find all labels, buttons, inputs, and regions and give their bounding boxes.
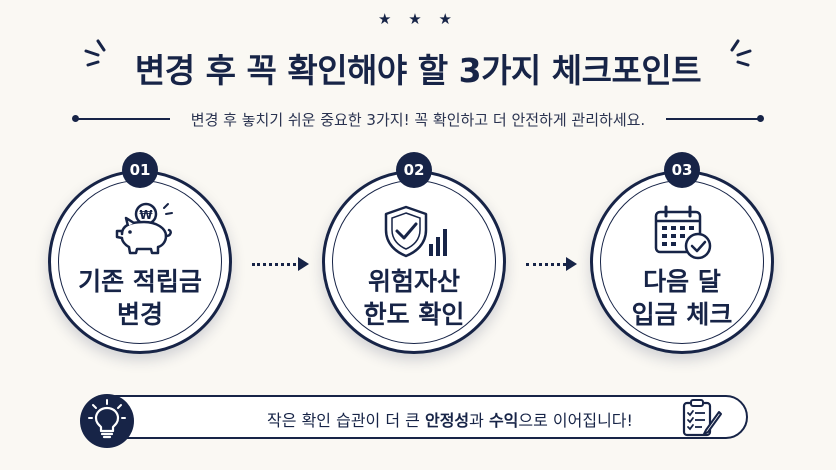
shield-check-icon — [384, 205, 447, 258]
highlight-profit: 수익 — [488, 411, 519, 430]
sparkle-right-icon — [730, 39, 752, 67]
step-label-3: 다음 달 입금 체크 — [631, 267, 733, 329]
tip-banner — [94, 395, 748, 439]
piggy-bank-icon: ₩ — [115, 202, 173, 255]
step-label-2: 위험자산 한도 확인 — [363, 267, 465, 329]
rating-stars: ★ ★ ★ — [378, 10, 458, 28]
divider-line-left — [78, 118, 170, 120]
step-number-1: 01 — [122, 152, 158, 188]
calendar-check-icon — [654, 205, 712, 260]
sparkle-left-icon — [84, 39, 106, 67]
step-number-2: 02 — [396, 152, 432, 188]
step-card-3 — [590, 170, 774, 354]
checklist-icon — [682, 399, 722, 437]
lightbulb-icon — [88, 399, 126, 439]
arrow-2 — [526, 263, 566, 266]
highlight-stability: 안정성 — [424, 411, 470, 430]
page-title: 변경 후 꼭 확인해야 할 3가지 체크포인트 — [134, 51, 702, 90]
arrow-1 — [252, 263, 296, 266]
divider-line-right — [666, 118, 758, 120]
step-label-1: 기존 적립금 변경 — [78, 267, 202, 329]
arrow-2-head — [566, 257, 577, 271]
page-subtitle: 변경 후 놓치기 쉬운 중요한 3가지! 꼭 확인하고 더 안전하게 관리하세요… — [190, 111, 646, 129]
step-card-2 — [322, 170, 506, 354]
tip-text: 작은 확인 습관이 더 큰 안정성과 수익으로 이어집니다! — [267, 411, 633, 430]
lightbulb-badge — [80, 394, 134, 448]
step-number-3: 03 — [664, 152, 700, 188]
svg-text:₩: ₩ — [139, 208, 153, 222]
divider-dot-right — [757, 115, 764, 122]
divider-dot-left — [72, 115, 79, 122]
arrow-1-head — [298, 257, 309, 271]
